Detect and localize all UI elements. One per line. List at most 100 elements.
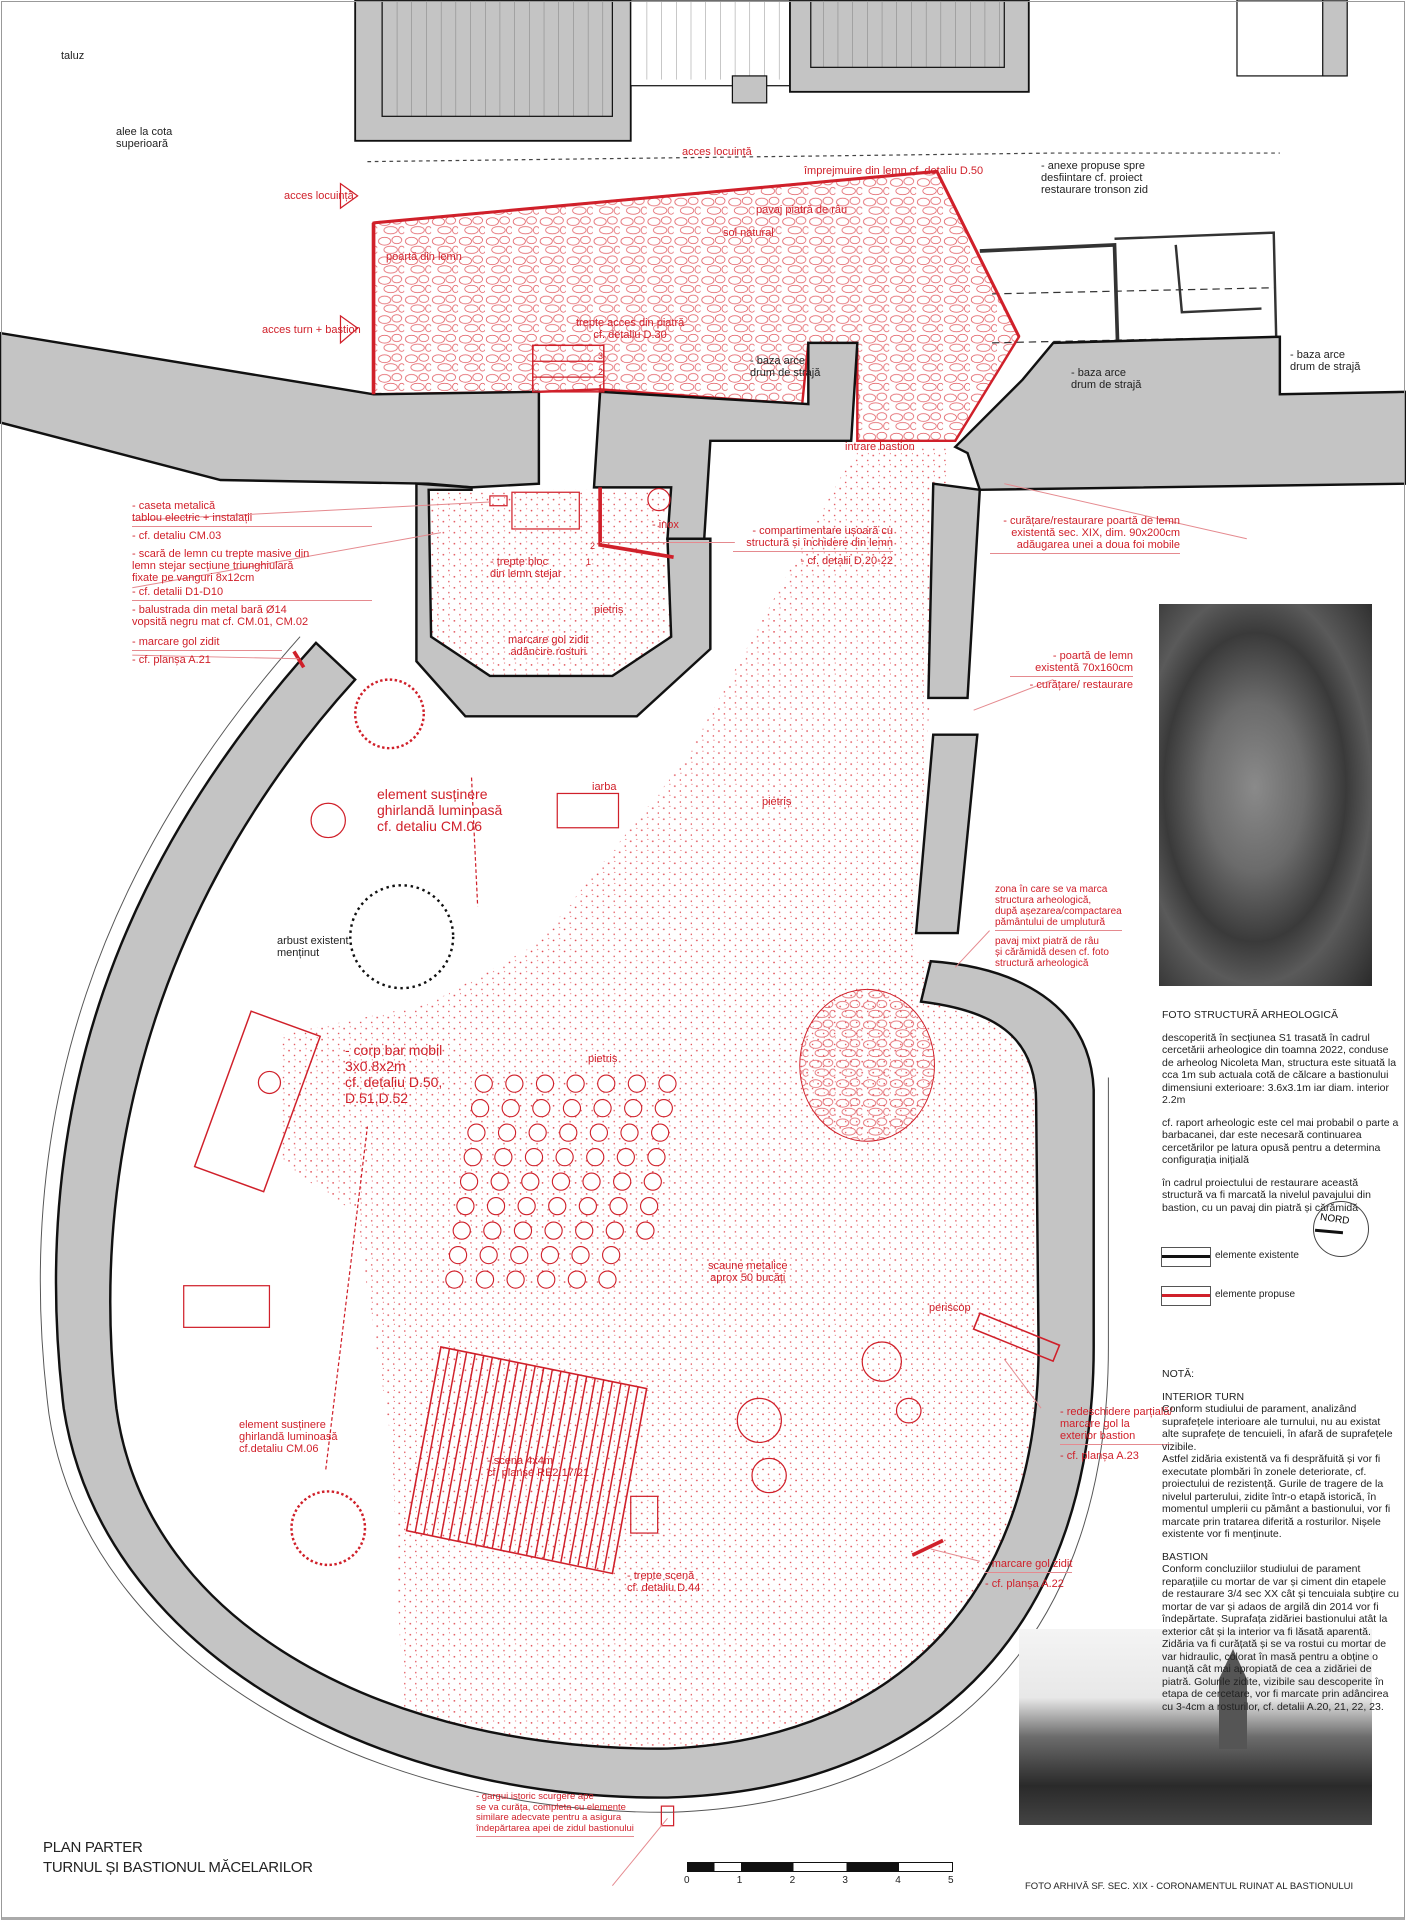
label-arbust: arbust existent menținut [277,935,349,959]
label-poarta-existenta: - poartă de lemn existentă 70x160cm [1010,650,1133,677]
proposed-elements [193,169,1061,1827]
chair [566,1074,585,1093]
sink [647,487,671,512]
stage-board [500,1365,536,1550]
stage-board [457,1357,494,1542]
chair [616,1148,635,1167]
legend-existing-swatch [1161,1247,1211,1267]
stage-board [483,1362,519,1547]
chair [501,1099,520,1118]
scale-tick-label: 5 [948,1875,954,1886]
label-alee: alee la cota superioară [116,126,173,150]
chair [467,1123,486,1142]
round-table [736,1397,782,1444]
chair [479,1245,498,1265]
bar-module [193,1010,322,1193]
chair [445,1270,464,1289]
chair [589,1123,609,1142]
label-gargui: - gargui istoric scurgere ape se va cură… [476,1791,634,1837]
stage-board [551,1376,588,1561]
stage-board [431,1352,468,1536]
legend-existing-label: elemente existente [1215,1250,1299,1261]
chair [470,1099,490,1118]
label-acces-turn: acces turn + bastion [262,324,361,336]
chair [586,1148,605,1167]
chair [548,1197,567,1216]
table [556,792,620,829]
stage-board [474,1360,511,1545]
tower-step-number: 1 [586,557,592,567]
archaeological-structure-photo [1159,604,1372,986]
chair [620,1123,639,1142]
chair [598,1270,617,1289]
chair [571,1245,590,1265]
notes-tower-text: Conform studiului de parament, analizând… [1162,1403,1393,1540]
gargoyle [660,1805,675,1827]
label-zona-arheologica: zona în care se va marca structura arheo… [995,884,1122,931]
stage-steps [630,1495,659,1534]
chair [654,1099,673,1118]
chair [551,1172,571,1191]
label-element-sustinere-1: element susținere ghirlandă luminoasă cf… [377,786,503,834]
label-iarba: iarba [592,781,617,793]
scale-tick-label: 3 [842,1875,848,1886]
chair [506,1270,525,1289]
label-scara-ref: - cf. detalii D1-D10 [132,586,372,601]
chair [497,1123,517,1142]
notes: NOTĂ: INTERIOR TURN Conform studiului de… [1162,1368,1400,1713]
chair [605,1221,624,1240]
round-table [751,1457,787,1494]
archive-photo-caption: FOTO ARHIVĂ SF. SEC. XIX - CORONAMENTUL … [1025,1881,1354,1892]
chair [562,1099,582,1118]
electrical-box [489,495,508,507]
chair [578,1197,597,1216]
notes-bastion-title: BASTION [1162,1550,1209,1563]
drawing-title: PLAN PARTER TURNUL ȘI BASTIONUL MĂCELARI… [43,1838,313,1878]
stage-board [423,1350,459,1535]
stage-board [585,1383,622,1568]
photo-arheo-p2: cf. raport arheologic este cel mai proba… [1162,1116,1399,1167]
marcare-gol-a22 [911,1538,944,1557]
label-trepte-acces: trepte acces din piatră cf. detaliu D.30 [576,317,685,341]
chair [559,1123,578,1142]
label-caseta: - caseta metalică tablou electric + inst… [132,500,372,527]
label-trepte-bloc: - trepte bloc din lemn stejar [490,556,562,580]
label-balustrada: - balustrada din metal bară Ø14 vopsită … [132,604,309,628]
chair [528,1123,547,1142]
chair [639,1197,659,1216]
label-pietris-1: pietriș [762,796,792,808]
chair [490,1172,509,1191]
existing-walls [0,331,1406,1799]
chair [624,1099,643,1118]
label-inox: - inox [652,519,679,531]
north-label: NORD [1319,1212,1351,1227]
chair [540,1245,560,1265]
label-compartimentare-ref: - cf. detalii D.20-22 [800,555,893,567]
garland-pole-2 [325,1126,369,1470]
chair [582,1172,601,1191]
chair [575,1221,594,1240]
chair [613,1172,632,1191]
notes-heading: NOTĂ: [1162,1368,1195,1380]
chair [452,1221,471,1240]
scale-bar [687,1862,953,1872]
tree-proposed [290,1490,367,1567]
chair [513,1221,533,1240]
chair [459,1172,479,1191]
label-pavaj-mixt: pavaj mixt piatră de râu și cărămidă des… [995,936,1109,969]
photo-arheo-text: FOTO STRUCTURĂ ARHEOLOGICĂ descoperită î… [1162,1009,1400,1214]
photo-arheo-title: FOTO STRUCTURĂ ARHEOLOGICĂ [1162,1009,1338,1021]
periscope [972,1312,1061,1363]
label-pietris-2: pietriș [588,1053,618,1065]
chair [463,1148,482,1167]
north-bar-icon [1314,1228,1344,1235]
label-scara: - scară de lemn cu trepte masive din lem… [132,548,310,584]
label-marcare-gol-a22-ref: - cf. planșa A.22 [985,1578,1064,1590]
bastion-outer-offset-line [39,636,1109,1813]
chair [524,1148,544,1167]
label-marcare-gol-a21-ref: - cf. planșa A.21 [132,654,211,666]
scale-tick-label: 1 [736,1875,743,1886]
garland-pole-1 [470,777,479,907]
label-redeschidere: - redeschidere parțială/ marcare gol la … [1060,1406,1173,1445]
